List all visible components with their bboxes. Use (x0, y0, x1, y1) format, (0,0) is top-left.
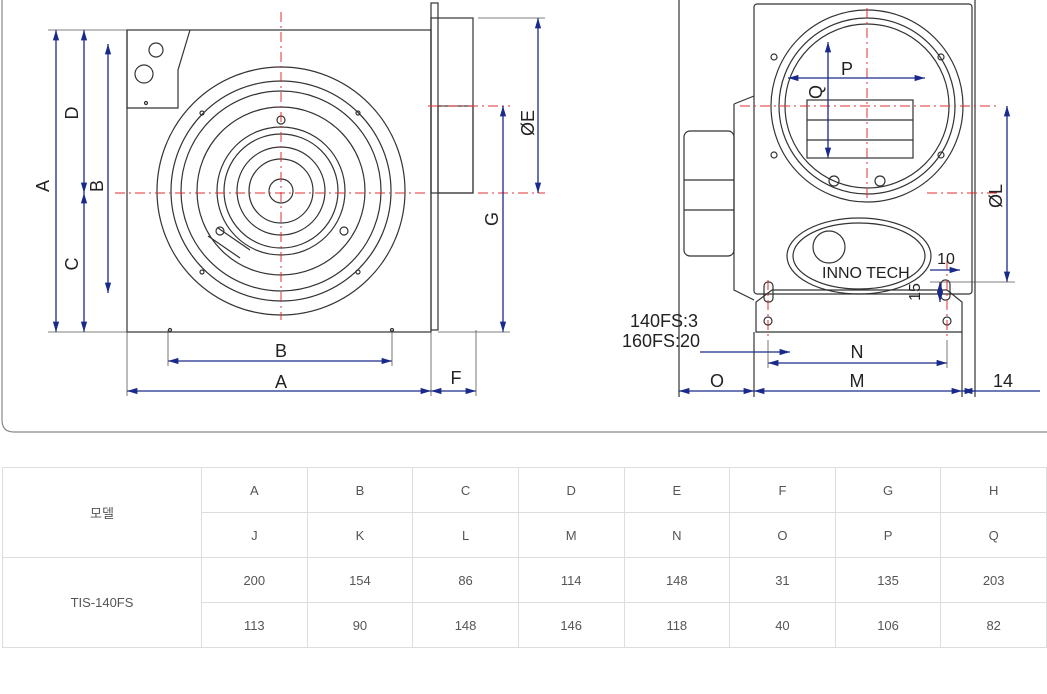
drawing-svg: A D C B ØE G B A F (1, 0, 1047, 433)
value-cell: 82 (940, 602, 1047, 648)
drawing-border (1, 0, 1047, 433)
side-dimension-lines (679, 42, 1040, 395)
label-a-horizontal: A (275, 372, 287, 392)
label-e: ØE (518, 110, 538, 136)
label-n: N (851, 342, 864, 362)
value-cell: 200 (201, 557, 308, 603)
key-cell: K (306, 512, 414, 558)
value-cell: 86 (412, 557, 519, 603)
table-row: J K L M N O P Q (3, 512, 1047, 558)
label-b-horizontal: B (275, 341, 287, 361)
front-view (126, 2, 474, 333)
label-m: M (850, 371, 865, 391)
value-cell: 154 (306, 557, 414, 603)
model-name: TIS-140FS (2, 557, 202, 648)
label-f: F (451, 368, 462, 388)
value-cell: 90 (306, 602, 414, 648)
model-header: 모델 (2, 467, 202, 558)
value-cell: 148 (412, 602, 519, 648)
value-cell: 114 (517, 557, 625, 603)
note-160fs: 160FS:20 (622, 331, 700, 351)
technical-drawing: A D C B ØE G B A F (1, 0, 1047, 433)
table-row: 113 90 148 146 118 40 106 82 (3, 602, 1047, 648)
side-centerlines (740, 8, 1000, 340)
label-b-vertical: B (87, 180, 107, 192)
value-cell: 148 (623, 557, 731, 603)
front-dimension-lines (52, 18, 542, 395)
label-g: G (482, 212, 502, 226)
label-14: 14 (993, 371, 1013, 391)
table-row: 모델 A B C D E F G H (2, 467, 1047, 558)
label-p: P (841, 59, 853, 79)
key-cell: O (729, 512, 836, 558)
key-cell: N (623, 512, 731, 558)
value-cell: 106 (834, 602, 942, 648)
key-cell: Q (940, 512, 1047, 558)
value-cell: 203 (940, 557, 1047, 603)
key-cell: P (834, 512, 942, 558)
table-row: TIS-140FS 200 154 86 114 148 31 135 203 (2, 557, 1047, 648)
front-centerlines (115, 12, 545, 320)
key-cell: F (729, 467, 836, 513)
value-cell: 135 (834, 557, 942, 603)
side-view (678, 0, 976, 397)
key-cell: B (306, 467, 414, 513)
label-10: 10 (937, 251, 955, 268)
key-cell: J (201, 512, 308, 558)
label-l: ØL (986, 184, 1006, 208)
key-cell: L (412, 512, 519, 558)
value-cell: 40 (729, 602, 836, 648)
spec-table: 모델 A B C D E F G H J K L M N O P Q TIS-1… (2, 467, 1047, 648)
brand-logo-text: INNO TECH (822, 265, 910, 282)
key-cell: E (623, 467, 731, 513)
label-o: O (710, 371, 724, 391)
front-dimension-labels: A D C B ØE G B A F (33, 107, 538, 393)
key-cell: C (412, 467, 519, 513)
fan-housing (126, 29, 432, 333)
label-15: 15 (907, 283, 924, 301)
value-cell: 113 (201, 602, 308, 648)
side-dimension-labels: P Q ØL N M O 10 15 14 140FS:3 160FS:20 (622, 59, 1013, 391)
label-c: C (62, 258, 82, 271)
key-cell: A (201, 467, 308, 513)
value-cell: 118 (623, 602, 731, 648)
key-cell: M (517, 512, 625, 558)
value-cell: 31 (729, 557, 836, 603)
key-cell: D (517, 467, 625, 513)
label-a: A (33, 180, 53, 192)
key-cell: G (834, 467, 942, 513)
note-140fs: 140FS:3 (630, 311, 698, 331)
label-q: Q (806, 85, 826, 99)
label-d: D (62, 107, 82, 120)
value-cell: 146 (517, 602, 625, 648)
key-cell: H (940, 467, 1047, 513)
